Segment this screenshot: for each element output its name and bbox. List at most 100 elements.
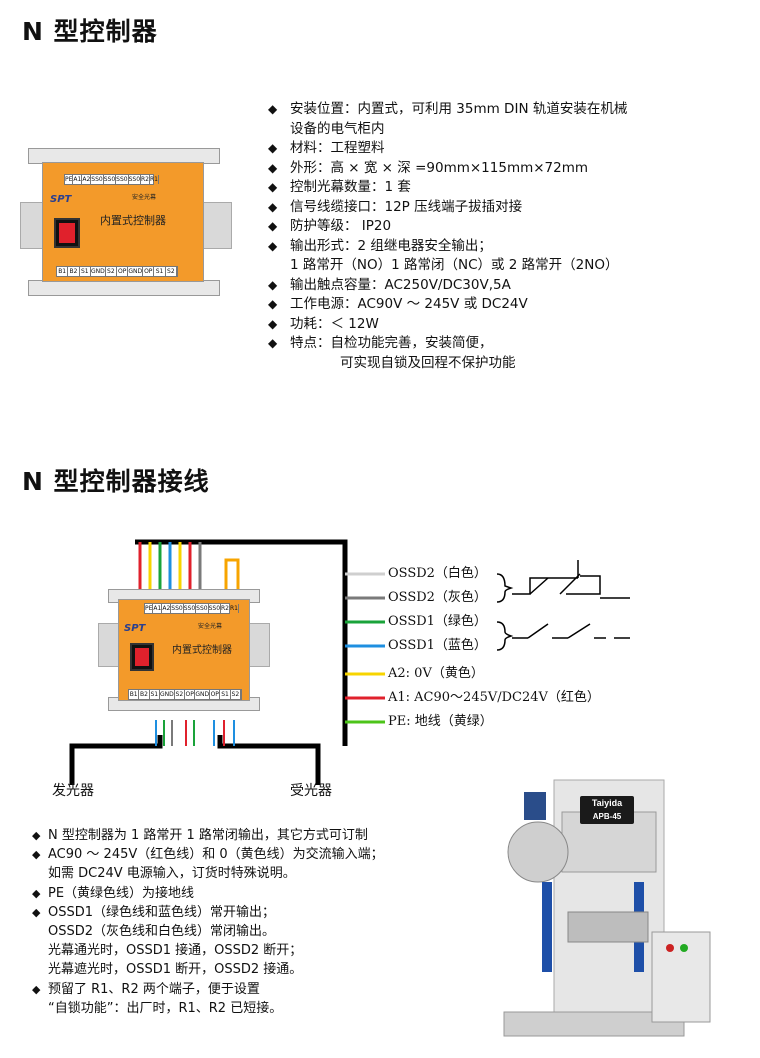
terminal-label: SS0 xyxy=(196,604,209,613)
device-name: 内置式控制器 xyxy=(100,214,166,227)
spec-text: 控制光幕数量：1 套 xyxy=(290,179,411,195)
no-contact-symbol xyxy=(512,623,630,639)
spec-text: 外形：高 × 宽 × 深 =90mm×115mm×72mm xyxy=(290,159,589,176)
section-title-wiring: N 型控制器接线 xyxy=(22,467,210,496)
terminal-label: SS0 xyxy=(128,175,142,184)
note-item: OSSD2（灰色线和白色线）常闭输出。 xyxy=(32,922,432,941)
device-name: 内置式控制器 xyxy=(172,645,232,656)
note-text: PE（黄绿色线）为接地线 xyxy=(48,885,195,901)
terminal-label: S2 xyxy=(166,267,178,276)
spec-text: 输出触点容量：AC250V/DC30V,5A xyxy=(290,276,511,293)
terminal-label: SS0 xyxy=(91,175,104,184)
receiver-cable xyxy=(217,735,321,785)
terminal-label: GND xyxy=(195,690,211,699)
bullet-icon: ◆ xyxy=(268,238,278,253)
spec-item: ◆ 信号线缆接口：12P 压线端子拔插对接 xyxy=(268,198,688,218)
output-wires xyxy=(345,572,385,724)
terminal-label: OP xyxy=(185,690,196,699)
wire-label: OSSD1（绿色） xyxy=(388,614,487,629)
note-item: ◆ OSSD1（绿色线和蓝色线）常开输出； xyxy=(32,903,432,922)
bullet-icon: ◆ xyxy=(32,905,41,919)
spec-text: 输出形式：2 组继电器安全输出； xyxy=(290,237,492,254)
light-curtain-emitter xyxy=(542,882,552,972)
terminal-label: S1 xyxy=(154,267,166,276)
note-text: AC90 ～ 245V（红色线）和 0（黄色线）为交流输入端； xyxy=(48,847,384,863)
receiver-label: 受光器 xyxy=(290,783,332,799)
terminal-label: PE xyxy=(65,175,74,184)
note-text: 光幕通光时，OSSD1 接通，OSSD2 断开； xyxy=(48,943,303,959)
note-text: 预留了 R1、R2 两个端子，便于设置 xyxy=(48,981,260,997)
wire-label: OSSD2（白色） xyxy=(388,566,487,581)
bullet-icon: ◆ xyxy=(268,102,278,116)
bullet-icon: ◆ xyxy=(268,219,278,233)
spec-item: ◆ 输出形式：2 组继电器安全输出； xyxy=(268,237,688,257)
nc-contact-symbol xyxy=(512,560,630,599)
terminal-label: A2 xyxy=(82,175,92,184)
note-item: 光幕通光时，OSSD1 接通，OSSD2 断开； xyxy=(32,941,432,960)
terminal-label: S2 xyxy=(175,690,186,699)
note-item: 如需 DC24V 电源输入，订货时特殊说明。 xyxy=(32,864,432,883)
terminal-label: B2 xyxy=(140,690,150,699)
section-title-controller: N 型控制器 xyxy=(22,17,158,46)
terminal-label: R2 xyxy=(141,175,151,184)
device-subtitle: 安全光幕 xyxy=(132,194,157,201)
terminal-label: S1 xyxy=(80,267,91,276)
spec-item: ◆ 特点：自检功能完善，安装简便， xyxy=(268,334,688,354)
note-text: “自锁功能”：出厂时，R1、R2 已短接。 xyxy=(48,1000,283,1016)
power-switch xyxy=(130,643,154,671)
spec-item: ◆ 外形：高 × 宽 × 深 =90mm×115mm×72mm xyxy=(268,159,688,179)
terminal-label: S1 xyxy=(150,690,160,699)
note-text: OSSD2（灰色线和白色线）常闭输出。 xyxy=(48,924,276,940)
spec-text: 防护等级： IP20 xyxy=(290,218,392,234)
note-item: ◆N 型控制器为 1 路常开 1 路常闭输出，其它方式可订制 xyxy=(32,826,432,845)
terminal-label: PE xyxy=(145,604,154,613)
bullet-icon: ◆ xyxy=(268,316,278,331)
spec-item: 1 路常开（NO）1 路常闭（NC）或 2 路常开（2NO） xyxy=(268,256,688,276)
terminal-label: S2 xyxy=(106,267,118,276)
wire-label: PE: 地线（黄绿） xyxy=(388,714,493,729)
brace-ossd1 xyxy=(496,621,514,651)
wire-label: OSSD2（灰色） xyxy=(388,590,487,605)
spec-text: 特点：自检功能完善，安装简便， xyxy=(290,335,493,351)
spec-text: 工作电源：AC90V ～ 245V 或 DC24V xyxy=(290,296,528,312)
terminal-label: A2 xyxy=(162,604,172,613)
bullet-icon: ◆ xyxy=(268,160,278,175)
spec-text: 可实现自锁及回程不保护功能 xyxy=(340,354,516,371)
press-motor xyxy=(524,792,546,820)
emitter-label: 发光器 xyxy=(52,783,94,799)
spec-item: ◆ 功耗：＜ 12W xyxy=(268,315,688,335)
brace-ossd2 xyxy=(496,573,514,603)
bullet-icon: ◆ xyxy=(268,277,278,292)
note-item: ◆AC90 ～ 245V（红色线）和 0（黄色线）为交流输入端； xyxy=(32,845,432,864)
terminal-label: OP xyxy=(210,690,221,699)
bullet-icon: ◆ xyxy=(268,336,278,350)
bullet-icon: ◆ xyxy=(268,199,278,214)
note-item: ◆ 预留了 R1、R2 两个端子，便于设置 xyxy=(32,980,432,999)
top-wires xyxy=(138,542,240,590)
spec-list: ◆安装位置：内置式，可利用 35mm DIN 轨道安装在机械设备的电气柜内◆材料… xyxy=(268,100,688,373)
spec-item: 可实现自锁及回程不保护功能 xyxy=(268,354,688,374)
spec-text: 信号线缆接口：12P 压线端子拔插对接 xyxy=(290,198,523,215)
note-text: 如需 DC24V 电源输入，订货时特殊说明。 xyxy=(48,866,296,882)
spec-item: ◆材料：工程塑料 xyxy=(268,139,688,159)
bullet-icon: ◆ xyxy=(32,982,41,996)
terminal-label: B1 xyxy=(57,267,69,276)
bullet-icon: ◆ xyxy=(268,297,278,311)
terminal-label: A1 xyxy=(73,175,83,184)
cable-sheath xyxy=(135,539,348,746)
press-flywheel xyxy=(507,821,569,883)
wire-label: A2: 0V（黄色） xyxy=(388,666,484,681)
note-item: ◆PE（黄绿色线）为接地线 xyxy=(32,884,432,903)
note-text: N 型控制器为 1 路常开 1 路常闭输出，其它方式可订制 xyxy=(48,828,368,843)
spec-item: ◆ 防护等级： IP20 xyxy=(268,217,688,237)
terminal-label: GND xyxy=(128,267,144,276)
wiring-diagram xyxy=(69,539,630,785)
terminal-label: SS0 xyxy=(116,175,129,184)
terminal-label: GND xyxy=(90,267,106,276)
note-text: OSSD1（绿色线和蓝色线）常开输出； xyxy=(48,904,276,920)
spec-text: 功耗：＜ 12W xyxy=(290,315,379,332)
